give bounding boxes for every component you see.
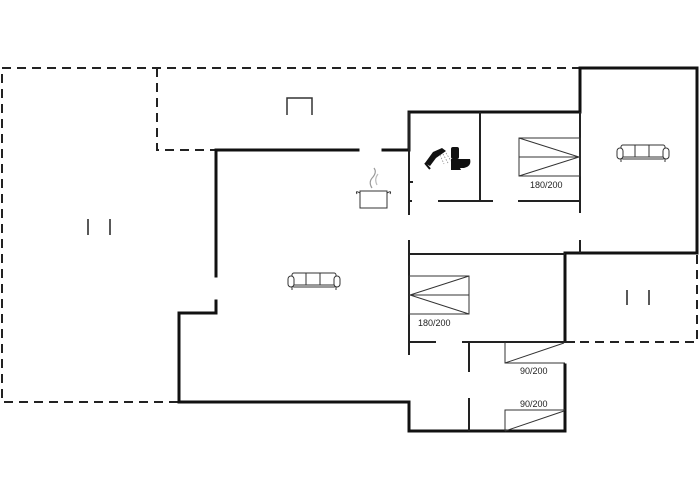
exterior-walls — [177, 66, 699, 433]
bed-size-label: 180/200 — [530, 180, 563, 190]
bed-1: 180/200 — [518, 137, 581, 190]
bed-size-label: 90/200 — [520, 399, 548, 409]
pillar-icon — [87, 219, 650, 305]
window-icon — [286, 97, 313, 115]
bed-2: 180/200 — [408, 275, 470, 328]
bed-3: 90/200 — [504, 342, 565, 376]
shower-icon — [424, 148, 452, 170]
cooking-pot-icon — [355, 167, 392, 209]
terrace-outline — [1, 67, 698, 403]
bed-size-label: 180/200 — [418, 318, 451, 328]
bed-4: 90/200 — [504, 399, 565, 432]
toilet-icon — [451, 147, 471, 170]
interior-walls — [408, 112, 581, 431]
bed-size-label: 90/200 — [520, 366, 548, 376]
sofa-icon — [287, 272, 341, 290]
sofa-icon — [616, 144, 670, 162]
